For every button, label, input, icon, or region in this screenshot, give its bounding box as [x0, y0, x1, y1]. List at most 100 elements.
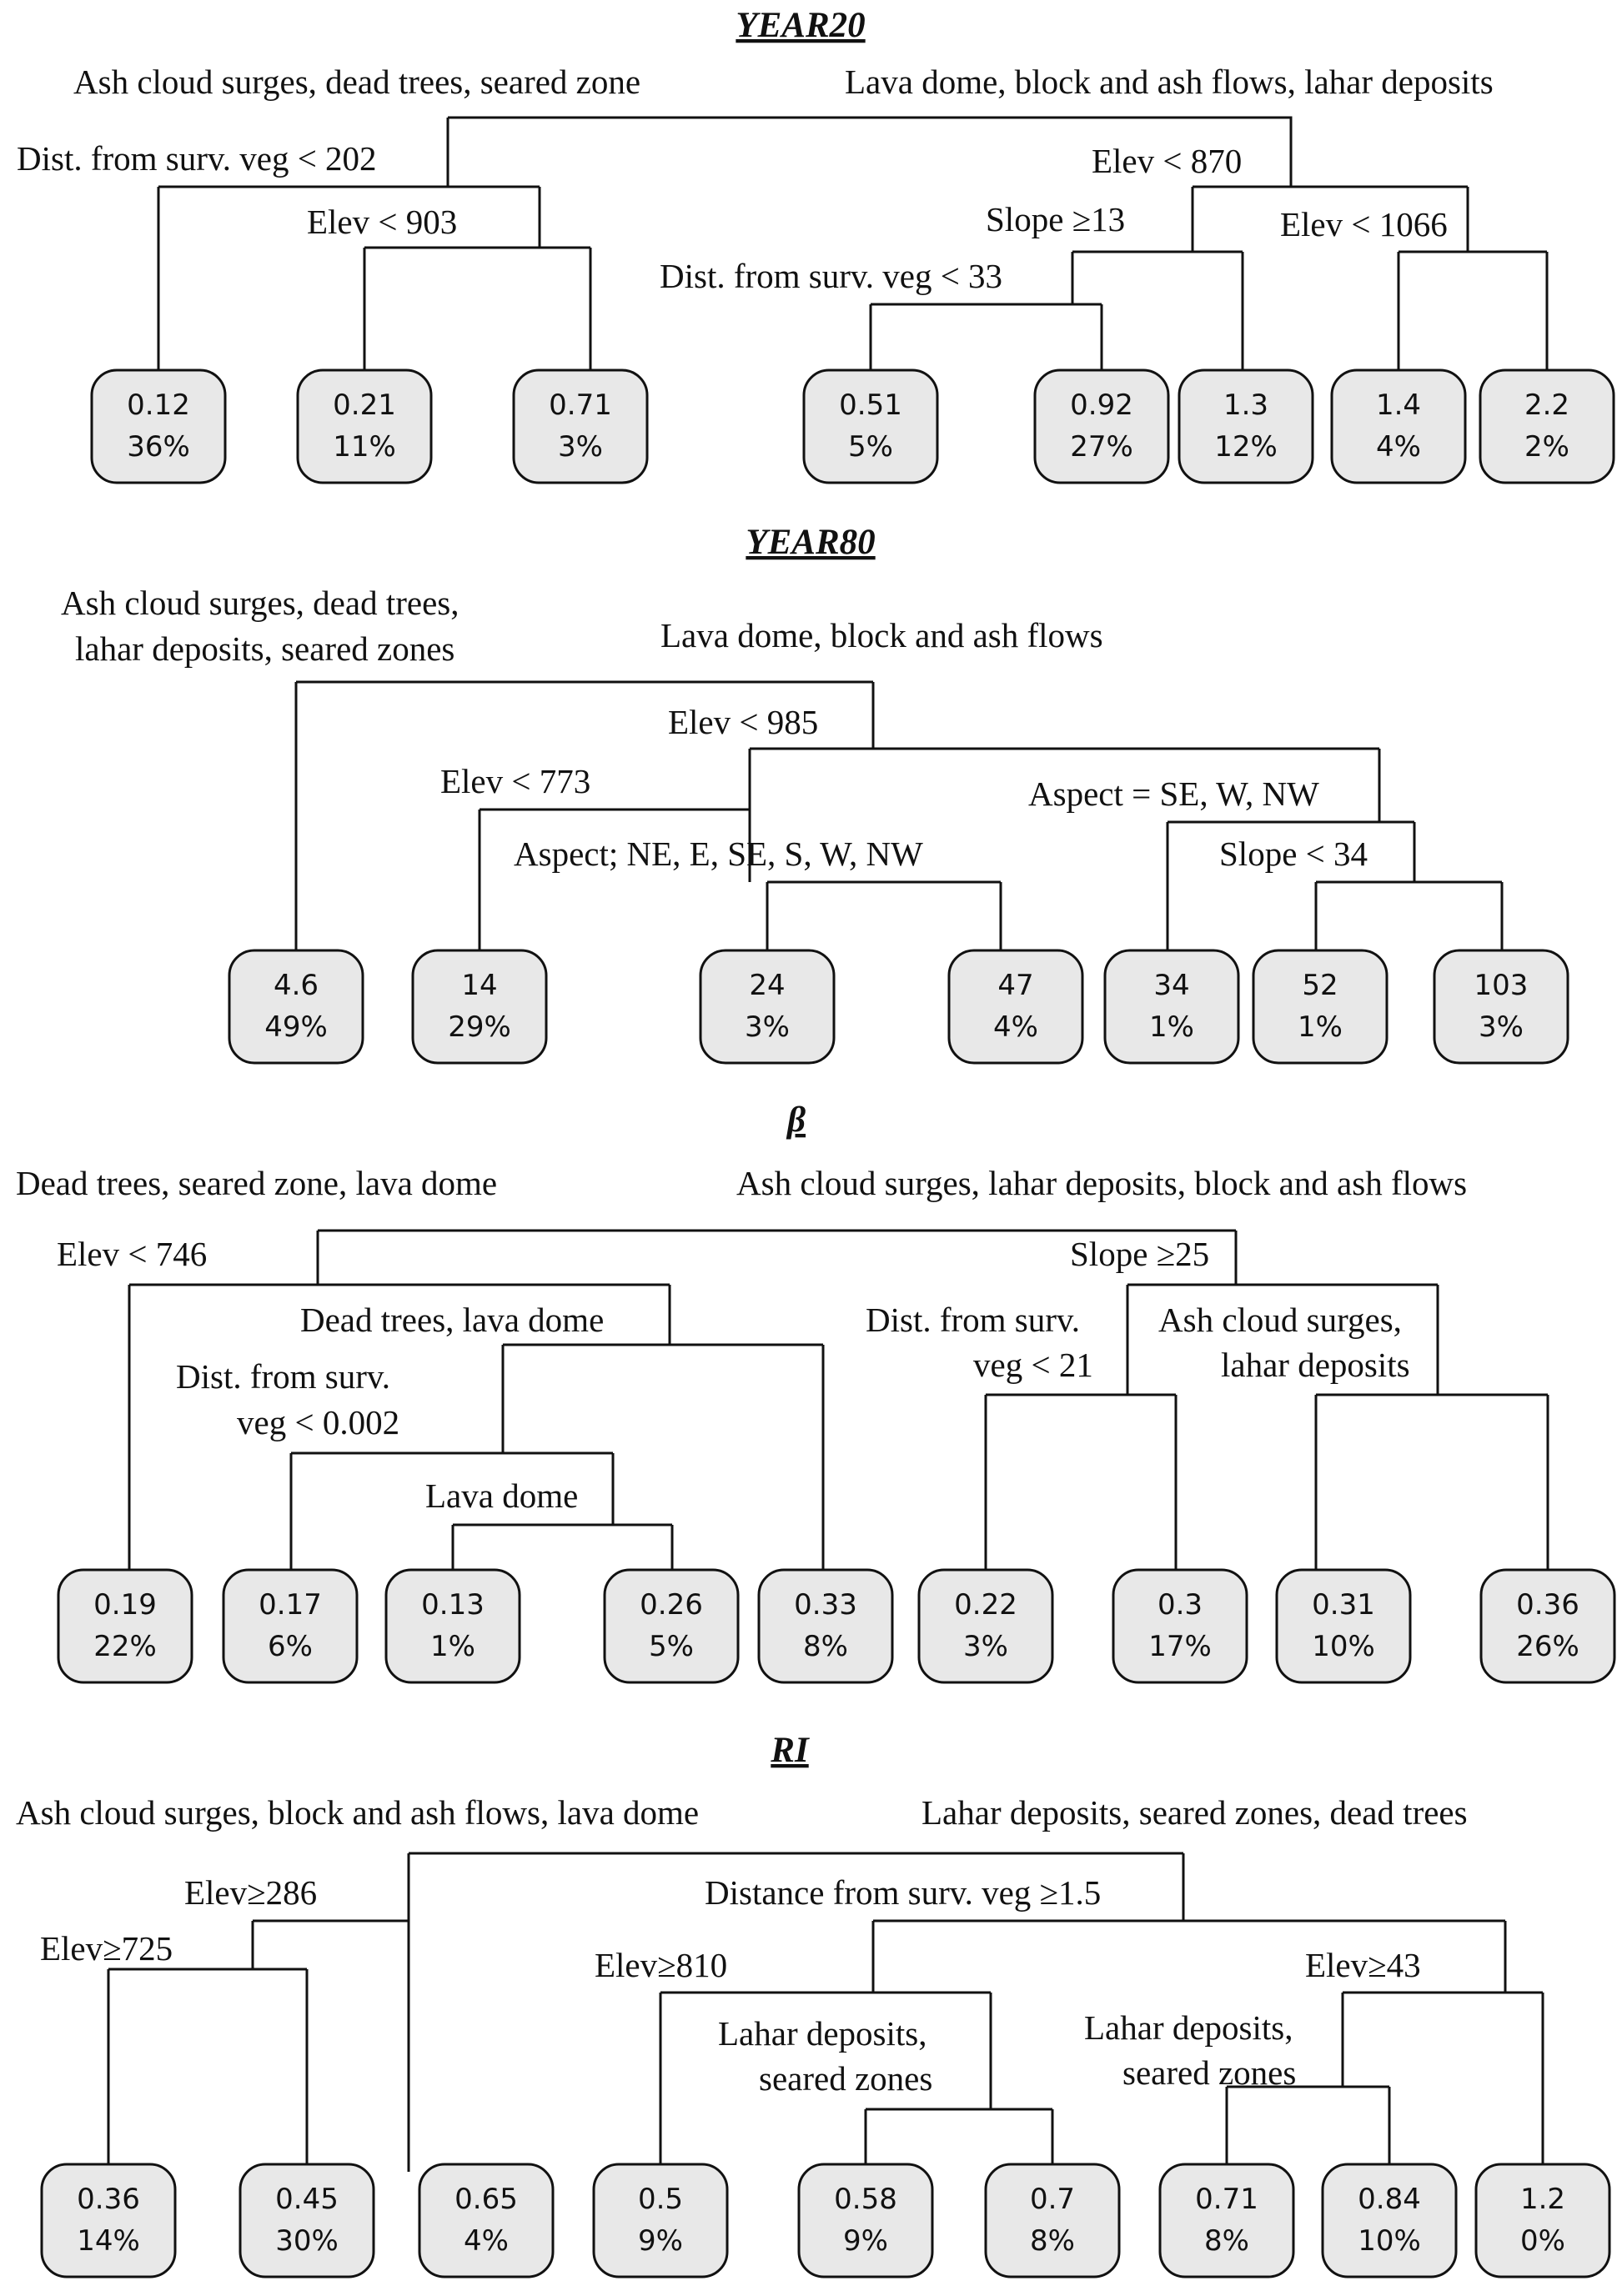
- leaf-box: [947, 949, 1084, 1065]
- panel-year20: YEAR20 Ash cloud surges, dead trees, sea…: [17, 6, 1615, 484]
- split-label: Aspect; NE, E, SE, S, W, NW: [514, 835, 923, 873]
- leaf-percent: 10%: [1358, 2224, 1421, 2258]
- leaf-percent: 11%: [333, 430, 396, 464]
- leaf-box: [592, 2163, 729, 2278]
- leaf-box: [1479, 368, 1615, 484]
- leaf-percent: 36%: [127, 430, 190, 464]
- leaf-value: 0.33: [794, 1588, 857, 1622]
- leaf-value: 1.3: [1223, 389, 1268, 422]
- leaf-value: 0.58: [834, 2183, 897, 2216]
- leaf-box: [239, 2163, 375, 2278]
- split-label: Elev < 985: [668, 703, 818, 741]
- leaf-node: 0.223%: [917, 1568, 1054, 1684]
- leaf-box: [90, 368, 227, 484]
- split-label: Elev < 773: [440, 762, 590, 800]
- leaf-percent: 26%: [1516, 1630, 1579, 1663]
- leaf-node: 521%: [1252, 949, 1388, 1065]
- leaf-value: 52: [1302, 969, 1338, 1002]
- leaf-percent: 8%: [1030, 2224, 1075, 2258]
- leaf-box: [296, 368, 433, 484]
- split-label: Elev < 870: [1092, 142, 1242, 180]
- leaf-value: 2.2: [1524, 389, 1569, 422]
- leaf-value: 0.71: [1195, 2183, 1258, 2216]
- leaf-box: [699, 949, 836, 1065]
- leaf-value: 0.21: [333, 389, 396, 422]
- panel-beta: β Dead trees, seared zone, lava dome Ash…: [16, 1100, 1616, 1684]
- leaf-box: [411, 949, 548, 1065]
- leaf-value: 0.31: [1312, 1588, 1375, 1622]
- leaf-percent: 4%: [993, 1010, 1038, 1044]
- leaf-percent: 3%: [963, 1630, 1008, 1663]
- leaf-value: 0.36: [1516, 1588, 1579, 1622]
- split-label: lahar deposits: [1221, 1346, 1410, 1384]
- leaf-percent: 0%: [1520, 2224, 1565, 2258]
- leaf-box: [917, 1568, 1054, 1684]
- leaf-node: 341%: [1103, 949, 1240, 1065]
- leaf-percent: 8%: [1204, 2224, 1249, 2258]
- leaf-value: 0.12: [127, 389, 190, 422]
- leaf-node: 474%: [947, 949, 1084, 1065]
- leaf-node: 243%: [699, 949, 836, 1065]
- leaf-box: [984, 2163, 1121, 2278]
- leaf-box: [40, 2163, 177, 2278]
- leaf-percent: 3%: [1479, 1010, 1524, 1044]
- split-label: Ash cloud surges,: [1158, 1301, 1402, 1339]
- leaf-box: [797, 2163, 934, 2278]
- leaf-value: 0.51: [839, 389, 902, 422]
- leaf-percent: 1%: [1149, 1010, 1194, 1044]
- leaf-row: 0.1236%0.2111%0.713%0.515%0.9227%1.312%1…: [90, 368, 1615, 484]
- split-label: Dead trees, lava dome: [300, 1301, 604, 1339]
- root-right-label: Lava dome, block and ash flows, lahar de…: [845, 63, 1494, 101]
- leaf-node: 0.51 5%: [802, 368, 939, 484]
- root-left-label: Dead trees, seared zone, lava dome: [16, 1164, 497, 1202]
- leaf-box: [1178, 368, 1314, 484]
- leaf-percent: 27%: [1070, 430, 1133, 464]
- leaf-percent: 8%: [803, 1630, 848, 1663]
- split-label: Slope < 34: [1219, 835, 1368, 873]
- tree-branches: [157, 116, 1549, 378]
- split-label: Dist. from surv. veg < 33: [660, 257, 1002, 295]
- leaf-percent: 49%: [264, 1010, 328, 1044]
- leaf-value: 24: [749, 969, 785, 1002]
- leaf-value: 0.36: [77, 2183, 140, 2216]
- leaf-percent: 5%: [649, 1630, 694, 1663]
- leaf-percent: 5%: [848, 430, 893, 464]
- root-left-label: lahar deposits, seared zones: [75, 629, 454, 668]
- leaf-value: 1.2: [1520, 2183, 1565, 2216]
- leaf-node: 2.22%: [1479, 368, 1615, 484]
- leaf-percent: 6%: [268, 1630, 313, 1663]
- leaf-box: [1474, 2163, 1611, 2278]
- leaf-value: 4.6: [274, 969, 319, 1002]
- root-left-label: Ash cloud surges, block and ash flows, l…: [16, 1793, 699, 1832]
- leaf-value: 0.13: [421, 1588, 485, 1622]
- panel-title: RI: [770, 1731, 810, 1770]
- root-right-label: Lahar deposits, seared zones, dead trees: [921, 1793, 1468, 1832]
- leaf-node: 0.176%: [222, 1568, 359, 1684]
- leaf-node: 0.589%: [797, 2163, 934, 2278]
- leaf-value: 0.71: [549, 389, 612, 422]
- leaf-box: [384, 1568, 521, 1684]
- leaf-box: [1112, 1568, 1248, 1684]
- leaf-value: 1.4: [1376, 389, 1421, 422]
- tree-branches: [294, 680, 1504, 959]
- leaf-box: [222, 1568, 359, 1684]
- leaf-node: 0.84 10%: [1321, 2163, 1458, 2278]
- leaf-node: 1.312%: [1178, 368, 1314, 484]
- leaf-row: 0.1922%0.176%0.131%0.265%0.338%0.223%0.3…: [57, 1568, 1616, 1684]
- split-label: Lahar deposits,: [718, 2014, 926, 2053]
- leaf-node: 0.36 26%: [1479, 1568, 1616, 1684]
- leaf-box: [802, 368, 939, 484]
- leaf-box: [1252, 949, 1388, 1065]
- leaf-node: 0.71 8%: [1158, 2163, 1295, 2278]
- leaf-value: 0.84: [1358, 2183, 1421, 2216]
- split-label: seared zones: [759, 2059, 932, 2098]
- leaf-box: [1479, 1568, 1616, 1684]
- panel-title: YEAR80: [746, 523, 875, 562]
- leaf-percent: 12%: [1214, 430, 1278, 464]
